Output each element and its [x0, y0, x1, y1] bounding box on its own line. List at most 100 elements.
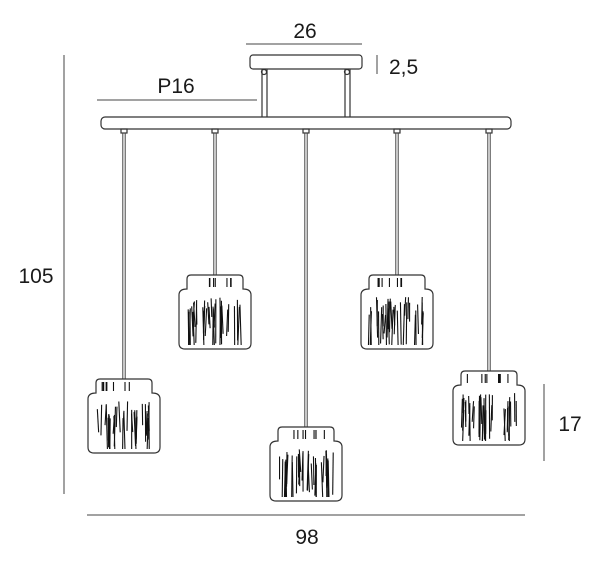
texture-stroke [301, 452, 304, 481]
texture-stroke [115, 406, 118, 428]
glass-shade [87, 378, 161, 454]
texture-stroke [369, 311, 372, 346]
texture-stroke [133, 412, 137, 447]
glass-shade [269, 426, 343, 502]
texture-stroke [490, 405, 493, 432]
texture-stroke [471, 401, 475, 422]
texture-stroke [473, 406, 475, 429]
texture-stroke [508, 397, 511, 441]
texture-stroke [503, 409, 506, 436]
cable-clip [485, 128, 493, 134]
texture-stroke [207, 302, 210, 325]
texture-stroke [462, 398, 465, 431]
cable-clip [120, 128, 128, 134]
glass-texture [96, 382, 150, 450]
texture-stroke [118, 401, 121, 433]
dimension-lines [63, 43, 545, 516]
glass-texture [187, 278, 242, 346]
texture-stroke [113, 406, 117, 447]
texture-stroke [306, 450, 309, 491]
pendant-1 [87, 128, 161, 454]
mounting-bar [100, 116, 512, 130]
texture-stroke [402, 304, 406, 346]
texture-stroke [381, 314, 384, 340]
texture-stroke [210, 298, 213, 317]
texture-stroke [385, 303, 388, 346]
texture-stroke [193, 302, 196, 327]
texture-stroke [320, 462, 324, 498]
texture-stroke [100, 404, 103, 436]
texture-stroke [326, 459, 329, 486]
glass-shade [360, 274, 434, 350]
texture-stroke [383, 314, 387, 334]
texture-stroke [112, 414, 116, 434]
texture-stroke [413, 314, 416, 346]
texture-stroke [367, 314, 370, 346]
pendant-2 [178, 128, 252, 350]
texture-stroke [146, 418, 149, 450]
total-height-label: 105 [18, 265, 53, 288]
texture-stroke [386, 298, 389, 338]
texture-stroke [192, 311, 195, 331]
texture-stroke [390, 301, 393, 329]
texture-stroke [481, 405, 484, 442]
canopy-width-label: 26 [293, 20, 316, 43]
shade-height-label: 17 [558, 413, 581, 436]
canopy-height-label: 2,5 [389, 56, 418, 79]
texture-stroke [417, 304, 419, 334]
texture-stroke [281, 459, 284, 498]
texture-stroke [396, 310, 399, 346]
texture-stroke [480, 397, 483, 425]
cable-length-label: P16 [157, 75, 194, 98]
pendant-4 [360, 128, 434, 350]
texture-stroke [195, 300, 198, 343]
pendant-3 [269, 128, 343, 502]
texture-stroke [307, 461, 310, 493]
texture-stroke [104, 404, 107, 426]
glass-shade [452, 370, 526, 446]
texture-stroke [421, 313, 424, 338]
cable-clip [211, 128, 219, 134]
texture-stroke [126, 401, 129, 431]
texture-stroke [407, 297, 410, 320]
texture-stroke [393, 304, 396, 335]
glass-texture [460, 374, 517, 442]
texture-stroke [239, 304, 242, 346]
texture-stroke [332, 452, 334, 495]
texture-stroke [479, 394, 482, 441]
texture-stroke [105, 405, 108, 450]
texture-stroke [108, 414, 111, 450]
ceiling-canopy [249, 54, 363, 117]
texture-stroke [226, 309, 229, 337]
texture-stroke [322, 455, 325, 483]
texture-stroke [310, 463, 313, 490]
texture-stroke [460, 398, 463, 428]
texture-stroke [327, 460, 330, 498]
texture-stroke [208, 306, 211, 329]
texture-stroke [298, 459, 301, 485]
texture-stroke [421, 297, 423, 325]
cable-clip [393, 128, 401, 134]
glass-texture [367, 278, 424, 346]
texture-stroke [291, 462, 294, 498]
texture-stroke [123, 412, 126, 450]
total-width-label: 98 [295, 526, 318, 549]
texture-stroke [404, 297, 407, 316]
texture-stroke [191, 306, 194, 337]
glass-shade [178, 274, 252, 350]
texture-stroke [188, 308, 191, 346]
pendant-5 [452, 128, 526, 446]
texture-stroke [399, 302, 402, 345]
texture-stroke [96, 409, 100, 433]
texture-stroke [147, 405, 150, 431]
texture-stroke [146, 413, 148, 436]
texture-stroke [204, 308, 208, 336]
texture-stroke [314, 457, 317, 498]
texture-stroke [380, 307, 383, 344]
cable-clip [302, 128, 310, 134]
glass-texture [278, 430, 334, 498]
texture-stroke [388, 298, 391, 333]
pendant-lamps [87, 128, 526, 502]
